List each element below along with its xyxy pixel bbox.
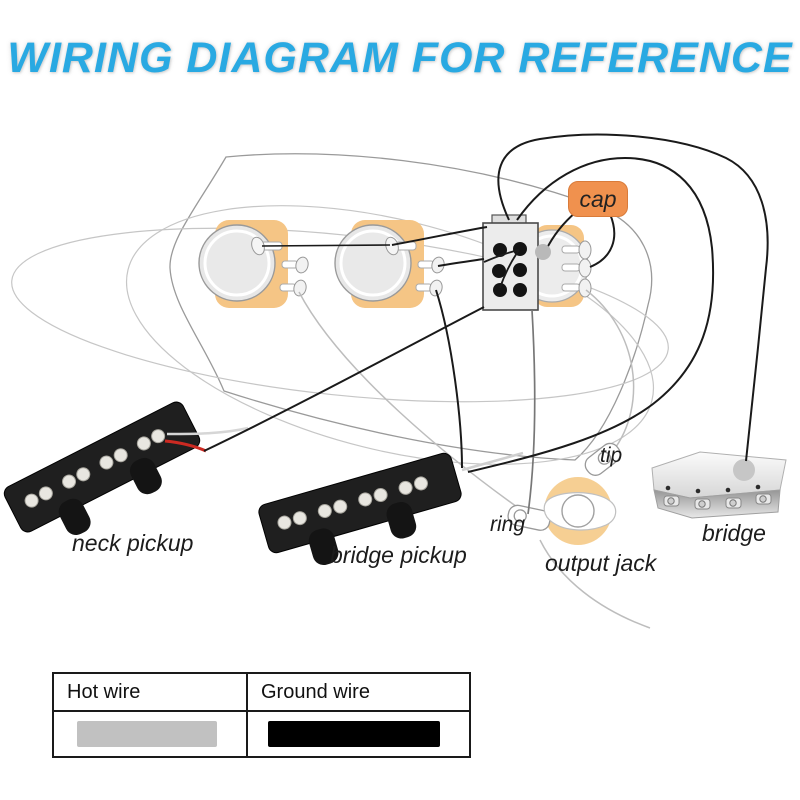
bridge-label: bridge — [702, 520, 766, 546]
switch-face-wire-2 — [499, 249, 520, 289]
wire-legend-table: Hot wire Ground wire — [52, 672, 471, 758]
neck-pickup-label: neck pickup — [72, 530, 194, 556]
legend-header-row: Hot wire Ground wire — [54, 674, 469, 712]
bridge-pickup — [258, 452, 462, 565]
neck-pickup-hot-wire — [203, 306, 485, 452]
output-jack-label: output jack — [545, 550, 657, 576]
switch-to-ring-wire — [527, 309, 536, 515]
bridge-pickup-label: bridge pickup — [330, 542, 467, 568]
page-title: WIRING DIAGRAM FOR REFERENCE — [7, 34, 793, 82]
bridge-saddles — [663, 493, 772, 510]
tip-label: tip — [600, 444, 623, 467]
output-jack — [507, 442, 621, 545]
legend-swatch-row — [54, 712, 469, 756]
tone-pot-lugs — [561, 240, 592, 298]
pot2-to-bridge-pickup-wire — [435, 289, 463, 469]
capacitor-label: cap — [568, 181, 628, 217]
switch-face-wire-1 — [483, 249, 520, 263]
control-plate-outline — [169, 153, 653, 461]
ring-label: ring — [490, 513, 526, 536]
pot1-to-pot2-wire — [261, 244, 391, 247]
neck-pickup-white-wire — [166, 426, 249, 436]
ground-wire-swatch — [268, 721, 440, 747]
bridge-ground-pad — [733, 459, 755, 481]
switch-arc-to-bridge-pickup — [467, 156, 715, 473]
ground-wire-header: Ground wire — [261, 680, 370, 703]
ground-strap-wires — [298, 289, 651, 629]
bridge-pickup-white-wire — [461, 451, 524, 472]
solder-blob — [535, 244, 551, 260]
pot2-to-switch-top-wire — [391, 226, 488, 246]
black-wires — [203, 133, 769, 473]
neck-pickup-hot-wire-red — [164, 439, 207, 453]
hot-wire-header: Hot wire — [54, 674, 248, 710]
hot-wire-swatch — [77, 721, 217, 747]
pot2-to-switch-mid-wire — [437, 258, 485, 267]
bridge-volume-pot — [334, 224, 445, 302]
switch-ground-arc-to-bridge — [497, 133, 769, 462]
cap-right-wire — [589, 213, 616, 268]
neck-volume-pot — [198, 224, 309, 302]
bridge-hardware — [651, 451, 787, 519]
neck-pickup — [3, 401, 201, 535]
